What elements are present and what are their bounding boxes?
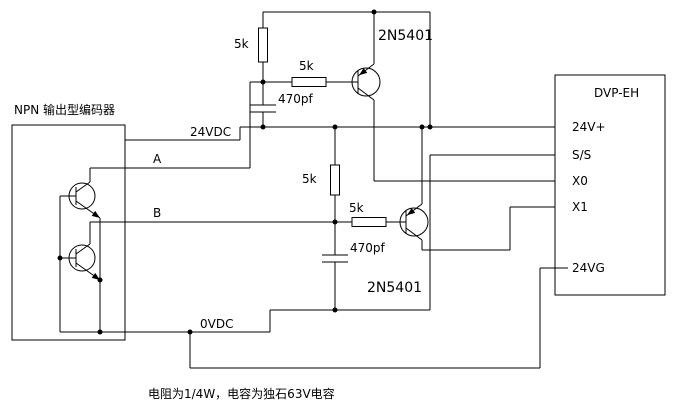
channel-b: 5k 5k 470pf 2N5401: [302, 124, 568, 313]
label-r1: 5k: [234, 37, 249, 51]
resistor-r4: [351, 217, 387, 227]
label-r2: 5k: [299, 59, 314, 73]
label-c1: 470pf: [278, 92, 314, 106]
terminal-x1: X1: [572, 200, 588, 214]
pnp-arrow-icon: [407, 208, 416, 216]
transistor-q2-collector: [405, 227, 423, 241]
encoder-transistor-1-collector: [75, 181, 91, 193]
npn-arrow-icon: [91, 272, 100, 280]
junction-dot: [427, 124, 433, 130]
plc-box: [554, 74, 666, 296]
note-text: 电阻为1/4W，电容为独石63V电容: [148, 386, 335, 401]
encoder-transistor-2-collector: [75, 243, 91, 255]
encoder-box: [11, 124, 126, 341]
label-signal-a: A: [153, 152, 162, 166]
terminal-24v-plus: 24V+: [572, 120, 606, 134]
label-r4: 5k: [349, 201, 364, 215]
transistor-q2-circle: [399, 207, 429, 237]
plc-title: DVP-EH: [594, 86, 639, 100]
label-24vdc: 24VDC: [190, 125, 231, 139]
label-signal-b: B: [153, 206, 161, 220]
junction-dot: [57, 255, 63, 261]
encoder: NPN 输出型编码器: [11, 102, 126, 341]
encoder-title: NPN 输出型编码器: [14, 102, 115, 117]
terminal-ss: S/S: [572, 148, 591, 162]
terminal-x0: X0: [572, 174, 588, 188]
label-0vdc: 0VDC: [200, 317, 233, 331]
npn-arrow-icon: [91, 210, 100, 218]
terminal-24vg: 24VG: [572, 261, 605, 275]
resistor-r2: [291, 77, 327, 87]
junction-dot: [260, 124, 266, 130]
ss-return: [269, 154, 568, 332]
pnp-arrow-icon: [359, 68, 368, 76]
resistor-r1: [258, 27, 268, 63]
transistor-q1-collector: [357, 87, 375, 101]
plc: DVP-EH 24V+ S/S X0 X1 24VG: [539, 74, 666, 368]
junction-dot: [97, 277, 103, 283]
junction-dot: [419, 124, 425, 130]
label-q1: 2N5401: [378, 28, 433, 44]
junction-dot: [371, 9, 377, 15]
channel-a: 5k 5k 470pf 2N5401: [234, 9, 568, 182]
resistor-r3: [330, 164, 340, 196]
label-r3: 5k: [302, 172, 317, 186]
label-c2: 470pf: [350, 241, 386, 255]
label-q2: 2N5401: [367, 280, 422, 296]
supply-and-signal-wires: 24VDC A B 0VDC: [60, 11, 568, 369]
transistor-q1-circle: [351, 67, 381, 97]
